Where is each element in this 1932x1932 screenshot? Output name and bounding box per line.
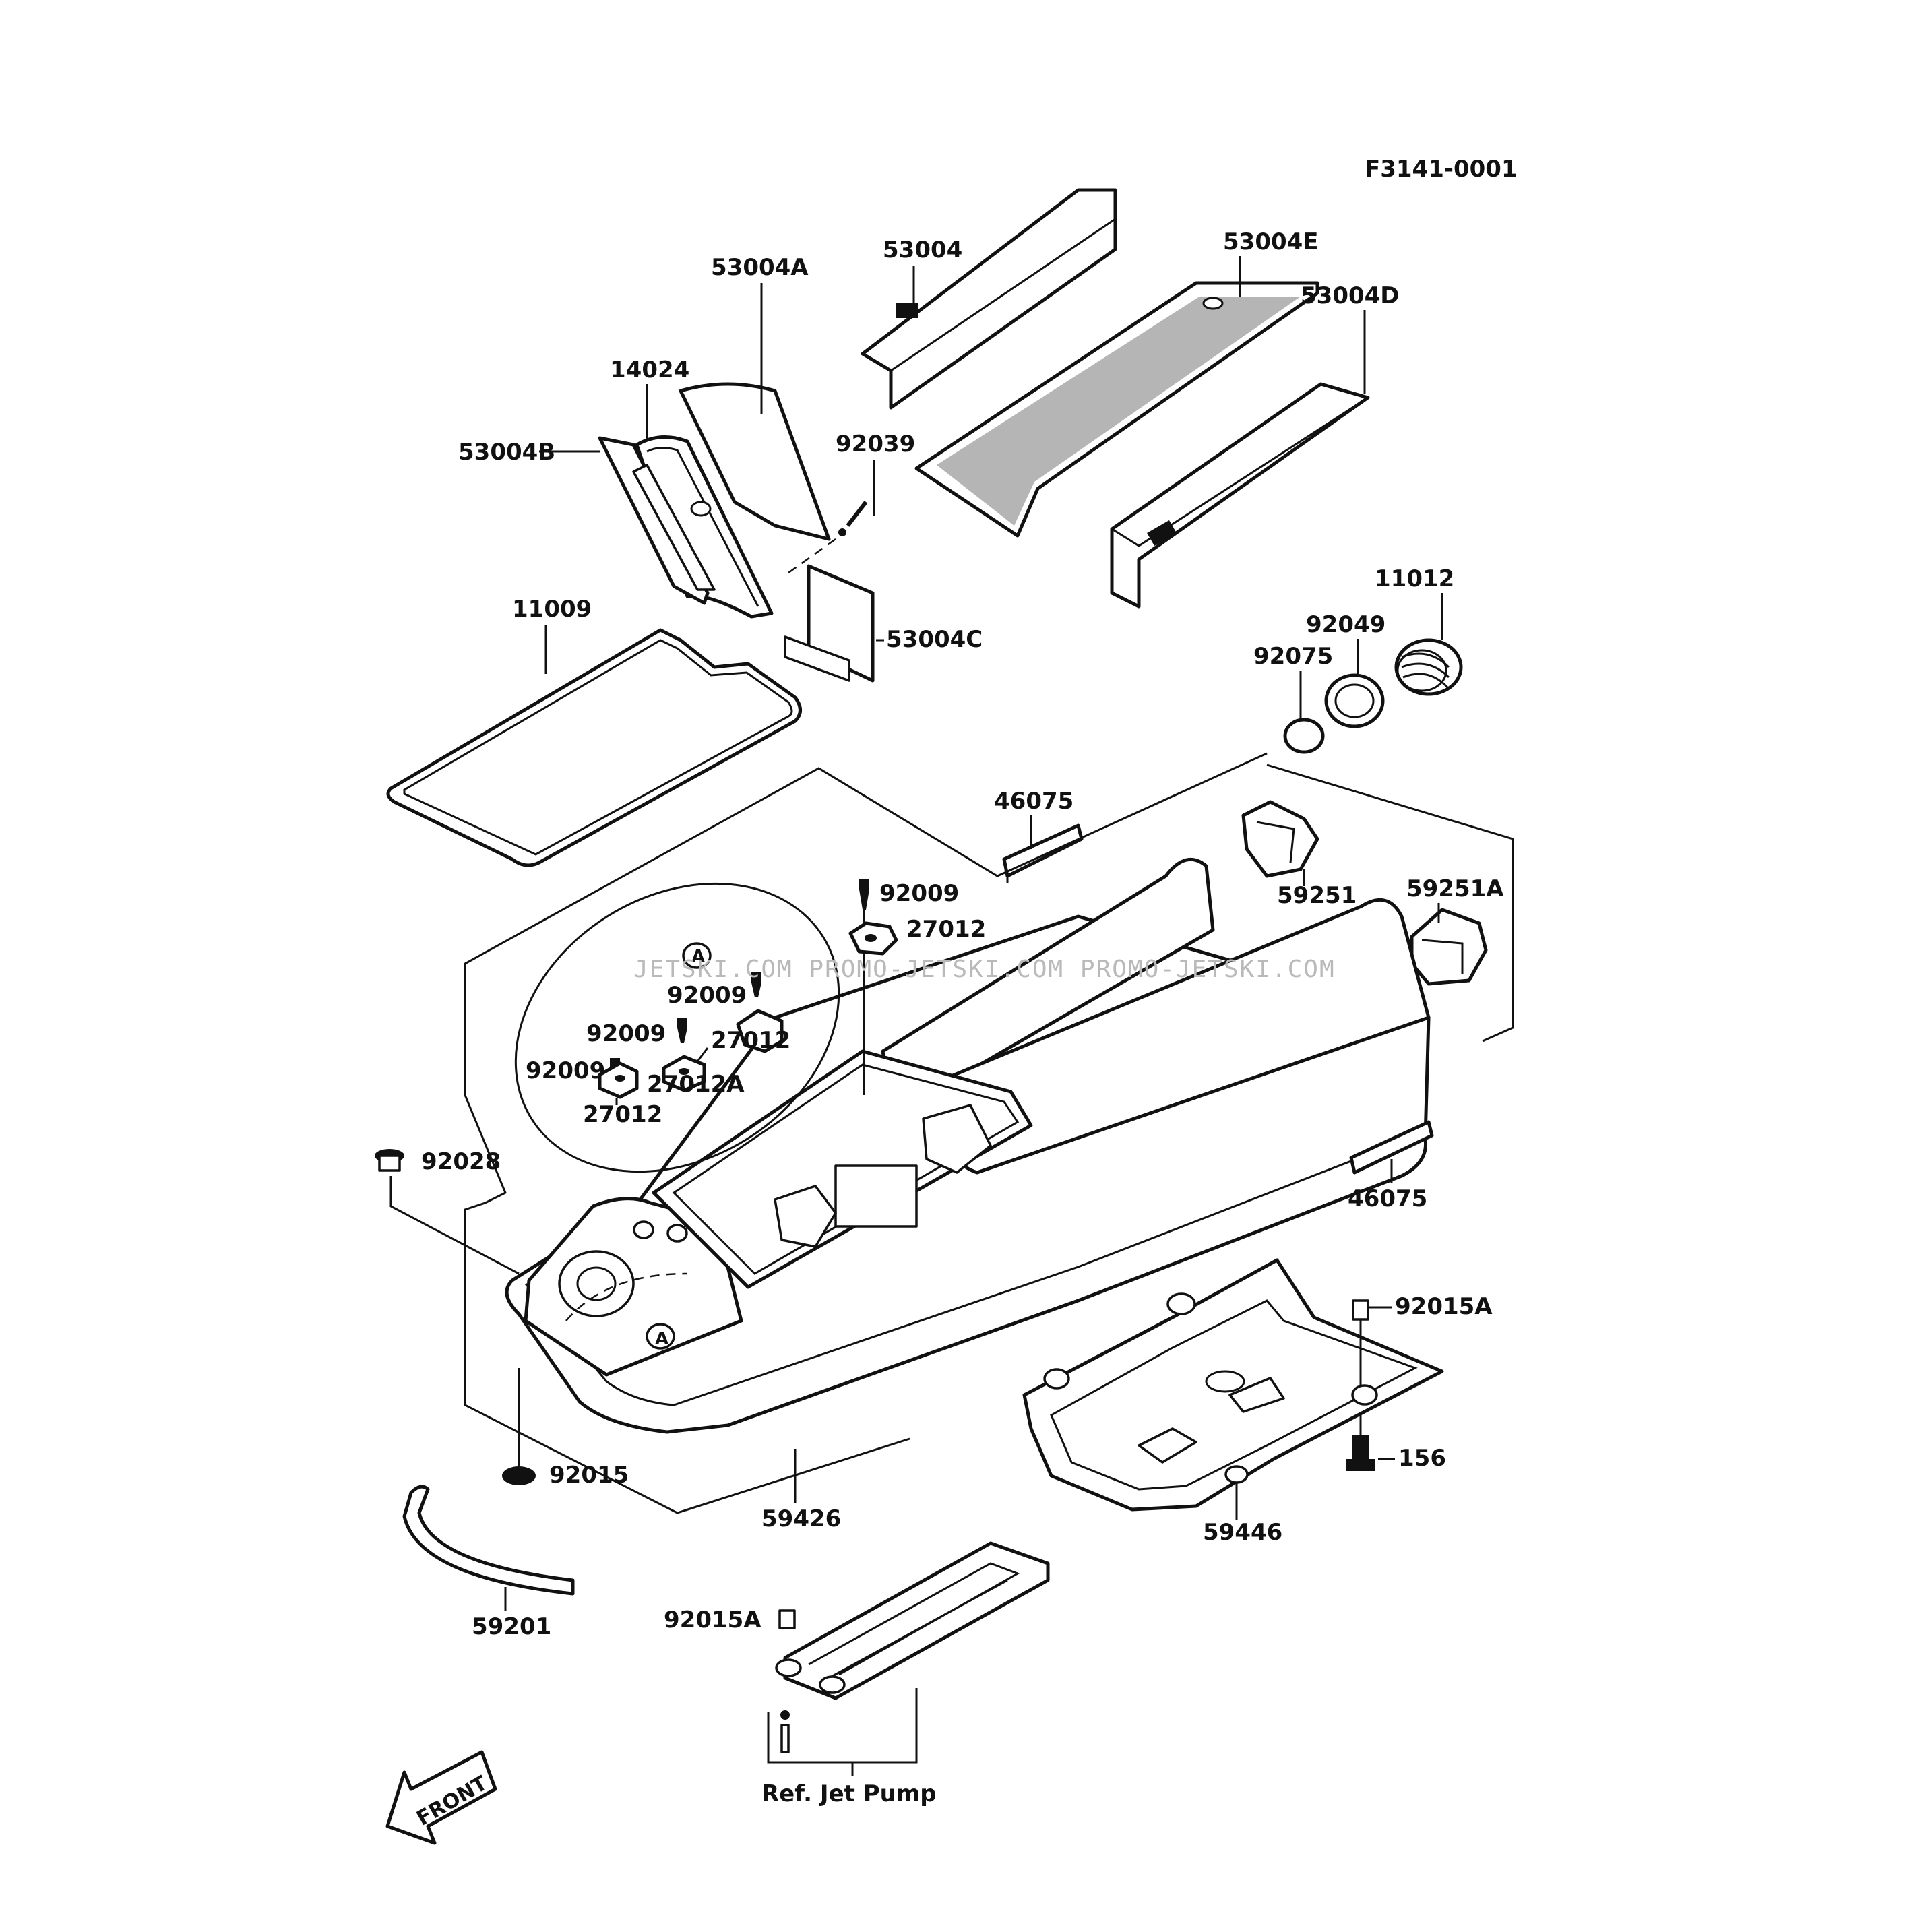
label-92009-a2: 92009: [586, 1020, 666, 1047]
label-92075: 92075: [1253, 643, 1333, 670]
part-27012-a-upper: [736, 1009, 784, 1053]
part-92015A-nut-right: [1352, 1299, 1369, 1385]
label-27012-a1: 27012: [711, 1027, 790, 1054]
part-11009-gasket: [386, 628, 802, 867]
part-92009-a1: [751, 972, 761, 997]
part-27012-a-lower: [598, 1061, 639, 1099]
part-92075-plug: [1283, 718, 1325, 754]
part-53004E-mat: [914, 281, 1319, 538]
front-arrow: [385, 1750, 497, 1845]
part-156-bolt: [1346, 1415, 1375, 1471]
part-92009-a2: [677, 1018, 687, 1043]
part-11012-cap: [1394, 638, 1463, 696]
label-59426: 59426: [761, 1505, 841, 1532]
part-59446-plate: [1022, 1258, 1444, 1512]
part-92039-pin: [838, 501, 868, 536]
detail-A-marker: A: [691, 947, 705, 967]
part-46075-pad-bottom: [1349, 1120, 1434, 1175]
label-46075-bottom: 46075: [1348, 1185, 1427, 1212]
label-11012: 11012: [1375, 565, 1454, 592]
part-jet-pump-stud: [780, 1710, 790, 1753]
part-92015-plug: [502, 1466, 536, 1485]
part-27012A-a: [662, 1055, 706, 1092]
label-92015A-left: 92015A: [664, 1607, 761, 1633]
part-53004B-panel: [598, 436, 716, 605]
label-92015A-right: 92015A: [1395, 1293, 1493, 1320]
label-53004: 53004: [883, 237, 962, 263]
part-59251-duct: [1241, 800, 1319, 878]
label-ref-jet-pump: Ref. Jet Pump: [761, 1780, 937, 1807]
detail-A-inset: [514, 882, 840, 1173]
label-27012-main: 27012: [906, 916, 986, 943]
label-11009: 11009: [512, 596, 592, 623]
label-14024: 14024: [610, 356, 689, 383]
part-27012-rubber-main: [848, 921, 898, 956]
label-53004D: 53004D: [1301, 282, 1400, 309]
part-59251A-duct: [1410, 908, 1488, 986]
watermark: JETSKI.COM PROMO-JETSKI.COM PROMO-JETSKI…: [633, 956, 1336, 983]
hull-marker-A: A: [655, 1329, 668, 1349]
label-92028: 92028: [421, 1148, 501, 1175]
part-46075-pad-top: [1002, 823, 1084, 883]
label-46075-top: 46075: [994, 788, 1073, 815]
label-27012-a2: 27012: [583, 1101, 662, 1128]
label-156: 156: [1398, 1445, 1446, 1472]
label-59251A: 59251A: [1406, 875, 1504, 902]
label-53004C: 53004C: [886, 626, 983, 653]
part-92015A-nut-left: [778, 1609, 796, 1629]
label-92009-a3: 92009: [526, 1057, 605, 1084]
part-53004D-side: [1110, 382, 1370, 609]
label-59201: 59201: [472, 1613, 551, 1640]
part-53004A-panel: [679, 382, 831, 541]
part-92028-plug: [375, 1149, 404, 1172]
part-92049-ring: [1324, 673, 1385, 728]
part-53004C-panel: [784, 564, 875, 683]
label-92015: 92015: [549, 1462, 629, 1489]
label-59251: 59251: [1277, 882, 1357, 909]
label-59446: 59446: [1203, 1519, 1282, 1546]
part-59426-hull: [505, 858, 1431, 1434]
drawing-code: F3141-0001: [1365, 156, 1518, 183]
part-59201-strap: [402, 1485, 575, 1596]
label-53004E: 53004E: [1223, 228, 1319, 255]
label-27012A: 27012A: [647, 1071, 745, 1098]
part-jet-pump-cover: [775, 1541, 1050, 1700]
label-92009-main: 92009: [879, 880, 959, 907]
label-92039: 92039: [836, 431, 915, 458]
label-92049: 92049: [1306, 611, 1385, 638]
part-53004-cover: [861, 188, 1117, 410]
label-53004A: 53004A: [711, 254, 809, 281]
label-92009-a1: 92009: [667, 982, 747, 1009]
